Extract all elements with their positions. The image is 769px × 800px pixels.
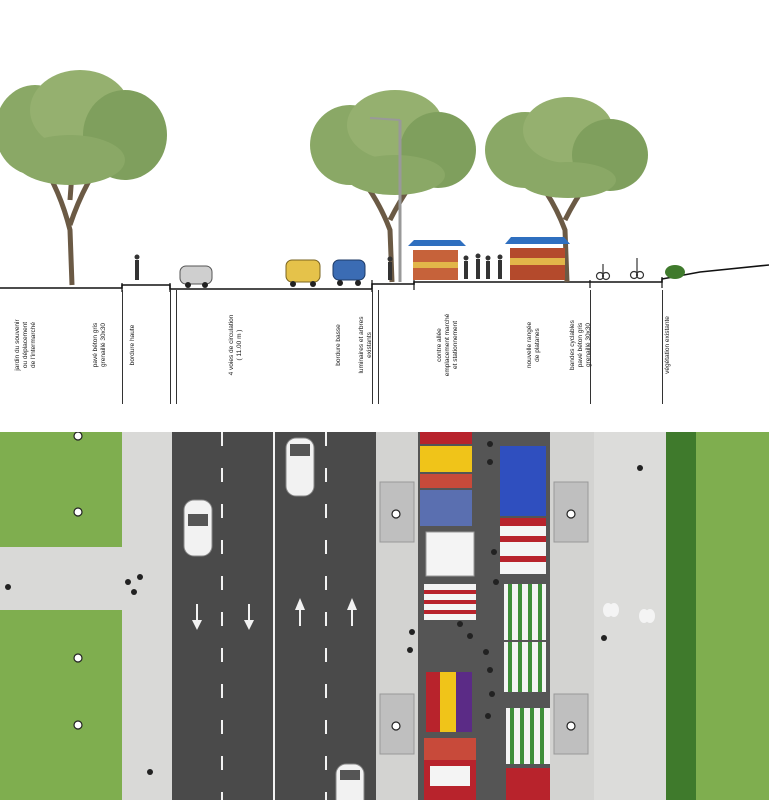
car-icon: [179, 265, 213, 288]
cycle-lanes: [594, 432, 666, 800]
market-stall-icon: [505, 237, 570, 280]
left-sidewalk: [122, 432, 172, 800]
ground-line: [0, 264, 769, 290]
lawn: [0, 610, 122, 800]
section-divider: [378, 290, 379, 404]
car-icon: [285, 437, 315, 497]
section-divider: [122, 290, 123, 404]
street-plan-view: [0, 432, 769, 800]
section-divider: [662, 290, 663, 404]
market-stall-icon: [420, 432, 476, 800]
label-nouvelle-rangee: nouvelle rangée de platanes: [526, 321, 541, 369]
arrow-down-icon: [192, 604, 254, 630]
arrow-up-icon: [295, 598, 357, 626]
section-divider: [590, 290, 591, 404]
street-cross-section: jardin du souvenir ou déplacement de l'i…: [0, 70, 769, 404]
label-bordure-haute: bordure haute: [129, 324, 136, 366]
section-divider: [372, 290, 373, 404]
hedge: [666, 432, 696, 800]
car-icon: [285, 259, 321, 287]
pedestrian-icon: [5, 441, 643, 775]
plan-drawing: [0, 432, 769, 800]
label-vegetation: végétation existante: [664, 316, 671, 374]
tree-icon: [310, 90, 476, 283]
car-icon: [335, 763, 365, 800]
section-divider: [176, 290, 177, 404]
car-icon: [332, 259, 366, 286]
lawn: [0, 432, 122, 547]
tree-icon: [0, 70, 167, 286]
section-divider: [170, 290, 171, 404]
label-contre-allee: contre allée emplacement marché et stati…: [436, 313, 459, 377]
plaza-path: [0, 547, 122, 610]
label-pave-beton: pavé béton gris grenaillé 30x30: [92, 322, 107, 368]
label-jardin: jardin du souvenir ou déplacement de l'i…: [14, 319, 37, 371]
car-icon: [183, 499, 213, 557]
label-bordure-basse: bordure basse: [335, 324, 342, 366]
hedge-icon: [665, 265, 685, 279]
section-drawing: [0, 70, 769, 292]
lamp-post-icon: [73, 432, 576, 731]
market-stall-icon: [500, 446, 550, 800]
tree-icon: [485, 97, 648, 283]
cyclist-icon: [595, 258, 645, 281]
label-voies-circulation: 4 voies de circulation ( 11.00 m ): [228, 314, 243, 376]
pedestrian-icon: [134, 253, 503, 280]
lamp-post-icon: [369, 117, 402, 282]
cycle-lane-markings: [603, 603, 655, 623]
lane-markings: [221, 432, 327, 800]
label-luminaires: luminaires et arbres existants: [358, 316, 373, 374]
label-bandes-cyclables: bandes cyclables pavé béton gris grenail…: [569, 320, 592, 370]
market-stall-icon: [408, 240, 466, 280]
lawn-right: [696, 432, 769, 800]
